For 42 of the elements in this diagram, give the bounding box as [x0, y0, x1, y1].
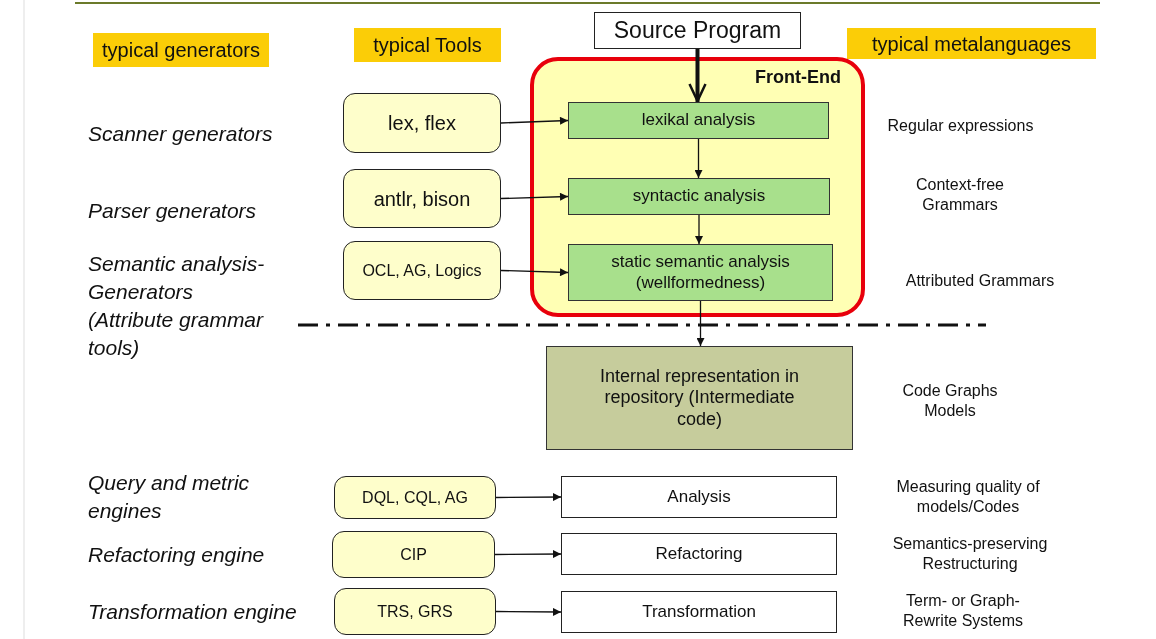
engine-label: Semantic analysis-Generators (Attribute grammar tools) [88, 251, 266, 361]
arrow [500, 116, 569, 125]
engine-label: Query and metric engines [88, 470, 251, 524]
engine-label: Scanner generators [88, 121, 274, 147]
engine-label: Parser generators [88, 198, 258, 224]
tool-box: OCL, AG, Logics [343, 241, 501, 300]
front-end-group [530, 57, 865, 317]
metalanguage-label: Measuring quality of models/Codes [895, 477, 1041, 517]
metalanguage-label: Attributed Grammars [904, 271, 1056, 291]
phase-box: static semantic analysis (wellformedness) [568, 244, 833, 301]
tool-box: TRS, GRS [334, 588, 496, 635]
arrow [495, 607, 562, 616]
arrow [495, 493, 562, 502]
metalanguage-label: Regular expressions [886, 116, 1035, 136]
engine-box: Transformation [561, 591, 837, 633]
thick-arrow [688, 49, 707, 103]
arrow [500, 268, 569, 277]
tool-box: lex, flex [343, 93, 501, 153]
group-title: Front-End [755, 67, 841, 89]
metalanguage-label: Term- or Graph-Rewrite Systems [902, 591, 1024, 631]
input-box: Source Program [594, 12, 801, 49]
tool-box: DQL, CQL, AG [334, 476, 496, 519]
phase-box: syntactic analysis [568, 178, 830, 215]
repository-box: Internal representation in repository (Intermediate code) [546, 346, 853, 450]
heading-tag: typical metalanguages [847, 28, 1096, 59]
engine-box: Refactoring [561, 533, 837, 575]
arrow [500, 192, 569, 201]
metalanguage-label: Code Graphs Models [901, 381, 999, 421]
engine-label: Refactoring engine [88, 542, 266, 568]
arrow [494, 550, 562, 559]
arrow [695, 214, 703, 245]
arrow [694, 138, 703, 179]
tool-box: antlr, bison [343, 169, 501, 228]
phase-box: lexikal analysis [568, 102, 829, 139]
tool-box: CIP [332, 531, 495, 578]
arrow [696, 300, 705, 347]
heading-tag: typical Tools [354, 28, 501, 62]
engine-box: Analysis [561, 476, 837, 518]
engine-label: Transformation engine [88, 599, 298, 625]
metalanguage-label: Context-free Grammars [914, 175, 1005, 215]
metalanguage-label: Semantics-preserving Restructuring [891, 534, 1049, 574]
heading-tag: typical generators [93, 33, 269, 67]
